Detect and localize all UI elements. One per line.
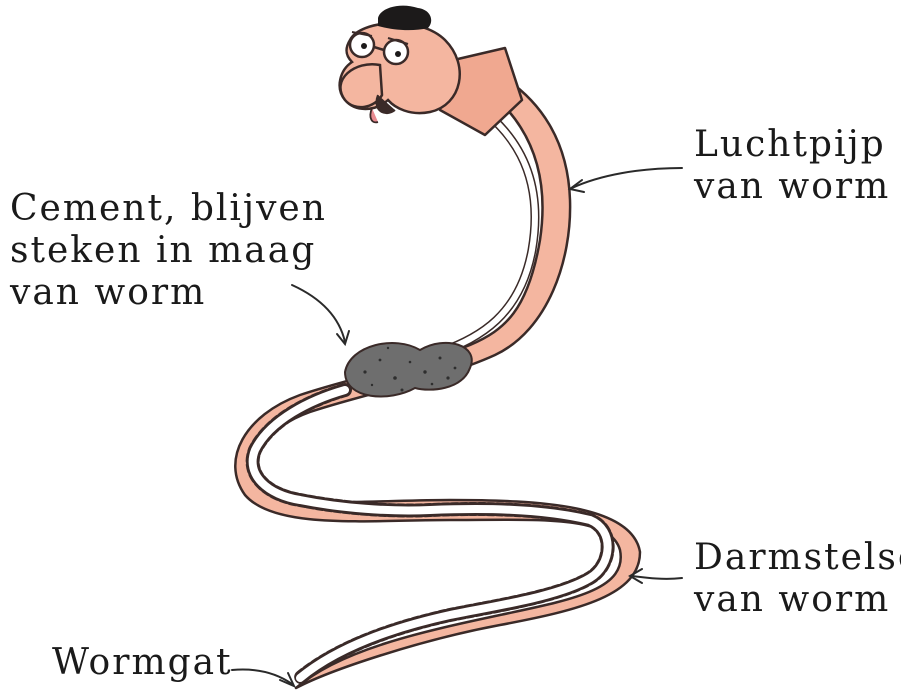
label-darmstelsel-line-1: Darmstelsel	[694, 537, 901, 579]
arrow-luchtpijp	[572, 168, 682, 188]
label-cement: Cement, blijven steken in maag van worm	[10, 188, 327, 314]
label-darmstelsel: Darmstelsel van worm	[694, 537, 901, 621]
label-luchtpijp: Luchtpijp van worm	[694, 124, 890, 208]
label-darmstelsel-line-2: van worm	[694, 579, 901, 621]
label-cement-line-2: steken in maag	[10, 230, 327, 272]
label-luchtpijp-line-1: Luchtpijp	[694, 124, 890, 166]
arrow-darmstelsel	[632, 576, 682, 579]
arrowhead-wormgat	[280, 673, 294, 686]
label-wormgat: Wormgat	[52, 642, 233, 684]
stomach-cement	[345, 343, 472, 397]
label-cement-line-1: Cement, blijven	[10, 188, 327, 230]
label-wormgat-line-1: Wormgat	[52, 642, 233, 684]
label-luchtpijp-line-2: van worm	[694, 166, 890, 208]
worm-icon	[235, 6, 640, 688]
hair-icon	[378, 6, 431, 31]
label-cement-line-3: van worm	[10, 272, 327, 314]
